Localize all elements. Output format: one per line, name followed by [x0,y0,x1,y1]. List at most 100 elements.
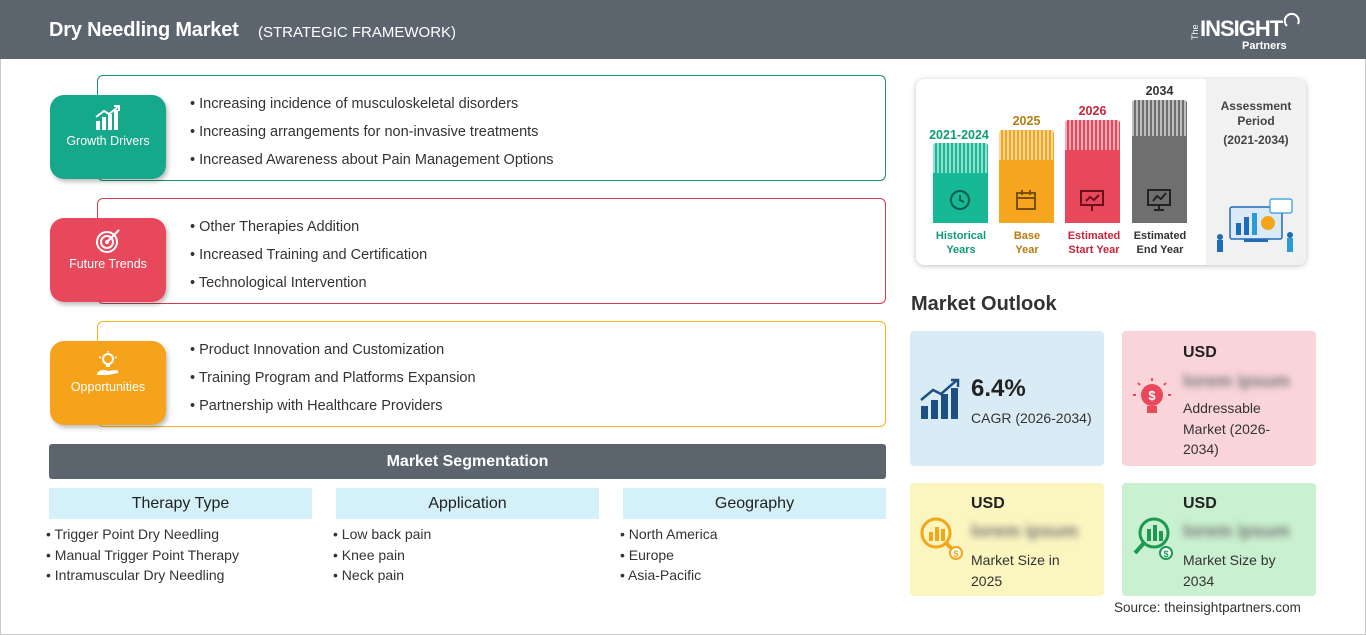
list-item: Knee pain [333,545,431,566]
market-size-2034-card: $ USD lorem ipsum Market Size by 2034 [1122,483,1316,596]
base-year-bar [999,130,1054,223]
size2034-currency: USD [1183,495,1217,512]
header-bar: Dry Needling Market (STRATEGIC FRAMEWORK… [0,0,1366,59]
list-item: Increasing incidence of musculoskeletal … [190,94,554,122]
presentation-icon [1080,190,1104,211]
application-list: Low back pain Knee pain Neck pain [333,524,432,586]
growth-drivers-list: Increasing incidence of musculoskeletal … [190,94,554,178]
assessment-period-label: Assessment Period [1220,99,1292,128]
end-year-caption: Estimated End Year [1127,229,1193,257]
growth-drivers-label: Growth Drivers [66,134,150,148]
therapy-type-heading: Therapy Type [49,488,312,519]
list-item: Increased Awareness about Pain Managemen… [190,150,553,178]
historical-caption: Historical Years [926,229,996,257]
future-trends-badge: Future Trends [50,218,166,302]
list-item: Increasing arrangements for non-invasive… [190,122,554,150]
list-item: Partnership with Healthcare Providers [190,396,476,424]
list-item: Asia-Pacific [620,565,718,586]
timeline-panel: 2021-2024 Historical Years 2025 Base Yea… [916,79,1306,265]
size2034-value: lorem ipsum [1183,521,1291,541]
future-trends-card: Other Therapies Addition Increased Train… [97,198,886,304]
magnifier-chart-icon: $ [1133,517,1173,560]
page-subtitle: (STRATEGIC FRAMEWORK) [258,24,457,41]
addressable-market-card: $ USD lorem ipsum Addressable Market (20… [1122,331,1316,466]
end-year-bar [1132,100,1187,223]
svg-text:$: $ [953,549,958,559]
growth-chart-icon [95,105,120,130]
lightbulb-dollar-icon: $ [1133,378,1171,413]
timeline-year-end: 2034 [1145,84,1174,98]
growth-chart-icon [920,378,960,419]
size2034-label: Market Size by 2034 [1183,552,1276,589]
caption-line: Estimated [1067,230,1121,242]
list-item: Increased Training and Certification [190,245,427,273]
timeline-year-historical: 2021-2024 [929,128,989,142]
cagr-card: 6.4% CAGR (2026-2034) [910,331,1104,466]
opportunities-badge: Opportunities [50,341,166,425]
list-item: Low back pain [333,524,432,545]
opportunities-card: Product Innovation and Customization Tra… [97,321,886,427]
size2025-value: lorem ipsum [971,521,1079,541]
timeline-year-base: 2025 [1012,114,1041,128]
logo-partners-text: Partners [1242,40,1287,52]
opportunities-label: Opportunities [70,380,146,394]
list-item: Intramuscular Dry Needling [46,565,239,586]
page-title: Dry Needling Market [49,19,239,41]
market-size-2025-card: $ USD lorem ipsum Market Size in 2025 [910,483,1104,596]
addressable-currency: USD [1183,344,1217,361]
insight-partners-logo[interactable]: The INSIGHT Partners [1190,10,1310,54]
svg-text:$: $ [1163,549,1168,559]
list-item: Neck pain [333,565,431,586]
svg-text:$: $ [1148,388,1156,403]
list-item: Manual Trigger Point Therapy [46,545,239,566]
magnifier-chart-icon: $ [920,517,963,560]
target-icon [96,229,120,253]
logo-the-text: The [1190,24,1200,40]
caption-line: End Year [1136,244,1184,256]
cagr-label: CAGR (2026-2034) [971,410,1092,426]
caption-line: Year [1015,244,1039,256]
geography-list: North America Europe Asia-Pacific [620,524,718,586]
history-icon [950,190,970,210]
addressable-value: lorem ipsum [1183,371,1291,391]
market-segmentation-bar: Market Segmentation [49,444,886,479]
source-link[interactable]: Source: theinsightpartners.com [1114,600,1301,615]
opportunities-list: Product Innovation and Customization Tra… [190,340,476,424]
list-item: Technological Intervention [190,273,427,301]
analytics-illustration-icon [1217,198,1293,252]
start-year-caption: Estimated Start Year [1060,229,1128,257]
geography-heading: Geography [623,488,886,519]
cagr-value: 6.4% [971,375,1026,402]
monitor-chart-icon [1147,189,1171,211]
lightbulb-hand-icon [97,351,119,375]
list-item: Trigger Point Dry Needling [46,524,239,545]
future-trends-list: Other Therapies Addition Increased Train… [190,217,427,301]
start-year-bar [1065,120,1120,223]
caption-line: Start Year [1068,244,1120,256]
assessment-period-panel: Assessment Period (2021-2034) [1206,79,1306,265]
size2025-label: Market Size in 2025 [971,552,1060,589]
therapy-type-list: Trigger Point Dry Needling Manual Trigge… [46,524,239,586]
list-item: Other Therapies Addition [190,217,427,245]
historical-bar [933,143,988,223]
timeline-year-start: 2026 [1078,104,1107,118]
future-trends-label: Future Trends [69,257,147,271]
list-item: Training Program and Platforms Expansion [190,368,476,396]
caption-line: Base [1013,230,1041,242]
logo-arc-icon [1284,12,1300,27]
caption-line: Years [946,244,976,256]
base-year-caption: Base Year [996,229,1058,257]
list-item: Europe [620,545,718,566]
caption-line: Historical [935,230,987,242]
logo-insight-text: INSIGHT [1200,16,1283,41]
growth-drivers-card: Increasing incidence of musculoskeletal … [97,75,886,181]
addressable-label: Addressable Market (2026-2034) [1183,400,1271,457]
list-item: Product Innovation and Customization [190,340,476,368]
growth-drivers-badge: Growth Drivers [50,95,166,179]
market-outlook-title: Market Outlook [911,293,1057,315]
calendar-icon [1016,190,1036,210]
size2025-currency: USD [971,495,1005,512]
assessment-period-range: (2021-2034) [1223,133,1289,147]
list-item: North America [620,524,718,545]
application-heading: Application [336,488,599,519]
